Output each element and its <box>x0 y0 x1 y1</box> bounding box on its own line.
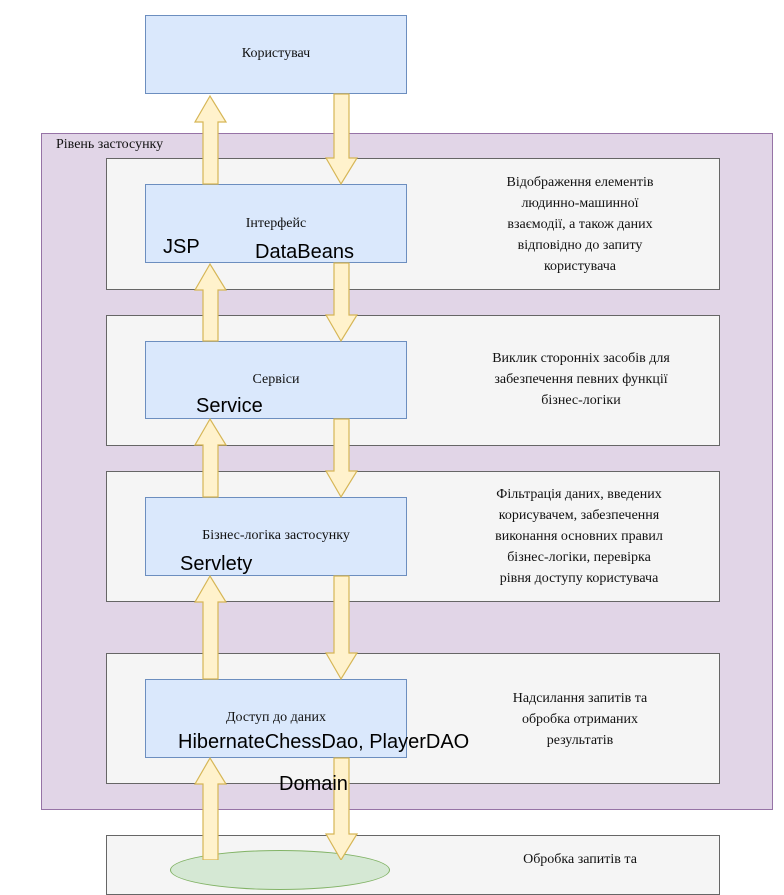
user-box <box>145 15 407 94</box>
data-access-description: Надсилання запитів та обробка отриманих … <box>440 688 720 751</box>
up-arrow-2 <box>193 262 228 342</box>
description-line: людинно-машинної <box>521 196 639 211</box>
description-line: користувача <box>543 259 617 274</box>
down-arrow-2 <box>324 262 359 343</box>
down-arrow-3 <box>324 418 359 499</box>
up-arrow-3 <box>193 417 228 498</box>
tech-label-servlety: Servlety <box>180 553 253 575</box>
description-line: забезпечення певних функції <box>494 372 668 387</box>
description-line: Виклик сторонніх засобів для <box>492 351 670 366</box>
interface-description: Відображення елементів людинно-машинної … <box>440 172 720 277</box>
business-logic-box <box>145 497 407 576</box>
down-arrow-4 <box>324 575 359 681</box>
description-line: бізнес-логіки, перевірка <box>507 550 651 565</box>
description-line: Надсилання запитів та <box>512 691 648 706</box>
description-line: корисувачем, забезпечення <box>498 508 660 523</box>
description-line: відповідно до запиту <box>517 238 643 253</box>
description-line: обробка отриманих <box>521 712 639 727</box>
user-box-label: Користувач <box>241 46 311 61</box>
interface-box <box>145 184 407 263</box>
description-line: результатів <box>546 733 614 748</box>
description-line: Фільтрація даних, введених <box>496 487 662 502</box>
description-line: рівня доступу користувача <box>499 571 659 586</box>
up-arrow-4 <box>193 574 228 680</box>
up-arrow-1 <box>193 94 228 185</box>
domain-label: Domain <box>279 773 348 795</box>
tech-label-service: Service <box>196 395 263 417</box>
services-box <box>145 341 407 419</box>
tech-label-dao: HibernateChessDao, PlayerDAO <box>178 731 470 753</box>
description-line: виконання основних правил <box>495 529 663 544</box>
description-line: бізнес-логіки <box>541 393 621 408</box>
down-arrow-5 <box>324 757 359 860</box>
services-title: Сервіси <box>252 372 300 387</box>
tech-label-jsp: JSP <box>163 236 200 258</box>
description-line: взаємодії, а також даних <box>507 217 653 232</box>
app-level-label: Рівень застосунку <box>56 137 164 152</box>
services-description: Виклик сторонніх засобів для забезпеченн… <box>436 348 726 411</box>
business-logic-description: Фільтрація даних, введених корисувачем, … <box>434 484 724 589</box>
description-line: Відображення елементів <box>506 175 654 190</box>
up-arrow-5 <box>193 756 228 860</box>
data-access-box <box>145 679 407 758</box>
interface-title: Інтерфейс <box>245 216 307 231</box>
down-arrow-1 <box>324 93 359 186</box>
tech-label-databeans: DataBeans <box>255 241 354 263</box>
data-access-title: Доступ до даних <box>226 710 326 725</box>
architecture-diagram: Рівень застосунку Користувач Інтерфейс С… <box>41 15 773 895</box>
business-logic-title: Бізнес-логіка застосунку <box>202 528 350 543</box>
arrows-layer <box>193 93 359 860</box>
